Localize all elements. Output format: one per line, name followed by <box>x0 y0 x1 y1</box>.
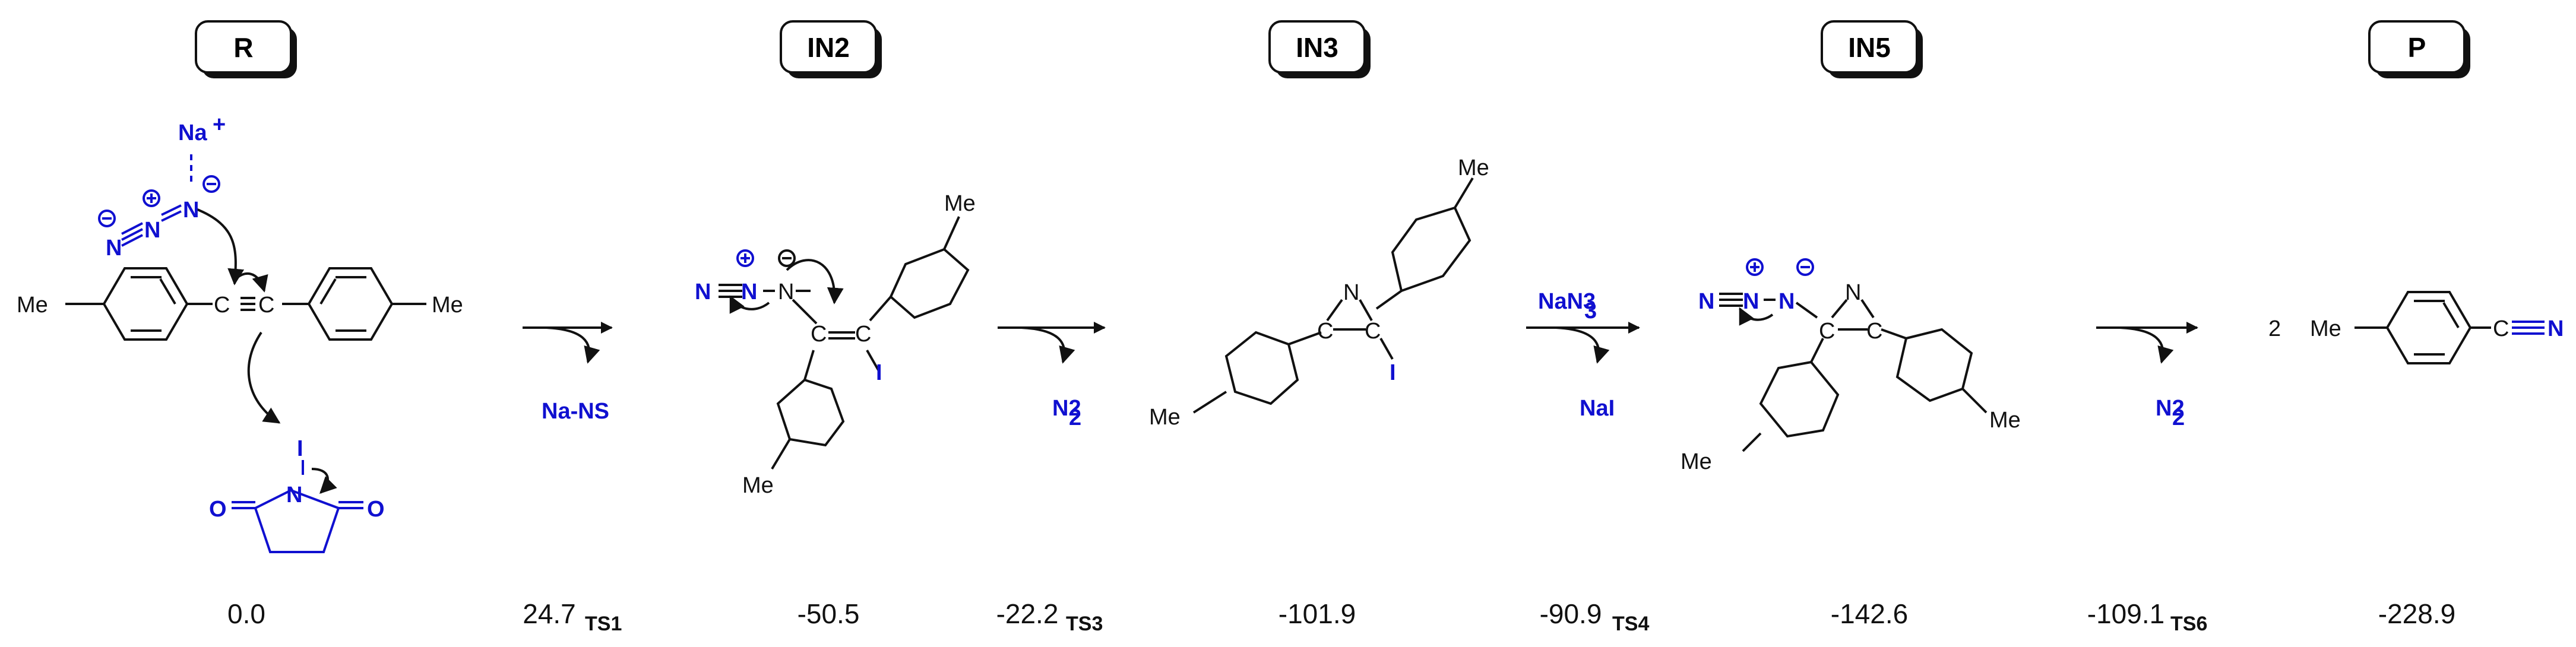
svg-text:C: C <box>214 293 230 318</box>
structure-r <box>65 208 426 424</box>
reaction-arrow-3 <box>1526 322 1640 364</box>
svg-text:+: + <box>213 112 226 137</box>
stage-label-in5: IN5 <box>1821 20 1923 78</box>
svg-text:N: N <box>778 280 794 305</box>
svg-text:2: 2 <box>2172 405 2185 430</box>
svg-text:IN3: IN3 <box>1296 32 1338 63</box>
svg-text:N: N <box>183 198 199 223</box>
energy-ts1: 24.7 <box>523 598 576 629</box>
svg-text:O: O <box>367 497 385 522</box>
svg-text:Me: Me <box>17 293 48 318</box>
svg-text:C: C <box>258 293 274 318</box>
energy-r: 0.0 <box>227 598 265 629</box>
ts6-label: TS6 <box>2170 613 2207 635</box>
ts3-label: TS3 <box>1066 613 1103 635</box>
structure-in3 <box>1192 177 1474 414</box>
svg-text:C: C <box>855 322 871 347</box>
svg-text:C: C <box>1866 319 1882 344</box>
reaction-arrow-2 <box>998 322 1106 364</box>
svg-text:C: C <box>811 322 827 347</box>
ts4-label: TS4 <box>1612 613 1649 635</box>
stage-label-p: P <box>2368 20 2470 78</box>
svg-text:C: C <box>1819 319 1835 344</box>
svg-text:N: N <box>1698 289 1714 314</box>
svg-text:R: R <box>233 32 253 63</box>
svg-text:O: O <box>209 497 227 522</box>
structure-in5 <box>1719 258 1988 452</box>
svg-text:N: N <box>1743 289 1759 314</box>
svg-text:NaI: NaI <box>1580 396 1615 421</box>
svg-text:IN5: IN5 <box>1848 32 1891 63</box>
energy-in5: -142.6 <box>1831 598 1908 629</box>
svg-text:I: I <box>876 360 882 385</box>
svg-text:N: N <box>286 483 302 508</box>
energy-in3: -101.9 <box>1278 598 1356 629</box>
svg-text:N: N <box>741 280 757 305</box>
svg-text:N: N <box>144 218 160 243</box>
svg-text:I: I <box>1390 360 1396 385</box>
svg-text:N: N <box>695 280 711 305</box>
svg-text:Me: Me <box>1458 156 1489 180</box>
svg-text:C: C <box>1317 319 1333 344</box>
svg-text:Me: Me <box>1149 405 1181 430</box>
svg-text:N: N <box>1343 280 1359 305</box>
svg-text:Me: Me <box>1989 408 2021 433</box>
energy-row: 0.0 24.7 TS1 -50.5 -22.2 TS3 -101.9 -90.… <box>227 598 2455 635</box>
svg-text:N: N <box>1845 280 1861 305</box>
svg-text:N: N <box>2547 316 2564 341</box>
svg-text:N2: N2 <box>1052 396 1081 421</box>
svg-text:C: C <box>1365 319 1381 344</box>
svg-text:N: N <box>106 236 122 261</box>
energy-p: -228.9 <box>2378 598 2455 629</box>
svg-text:Na: Na <box>178 120 207 145</box>
svg-text:P: P <box>2408 32 2426 63</box>
svg-text:IN2: IN2 <box>807 32 850 63</box>
structure-in2 <box>719 216 970 470</box>
svg-text:2: 2 <box>2268 316 2281 341</box>
svg-text:Me: Me <box>742 473 774 498</box>
svg-text:I: I <box>297 436 303 461</box>
stage-label-in3: IN3 <box>1268 20 1371 78</box>
svg-text:2: 2 <box>1069 405 1081 430</box>
svg-text:Me: Me <box>944 191 976 216</box>
energy-ts3: -22.2 <box>996 598 1059 629</box>
svg-text:Na-NS: Na-NS <box>542 399 609 424</box>
structure-p <box>2355 291 2545 364</box>
svg-text:3: 3 <box>1584 299 1597 324</box>
sodium-azide-reagent <box>98 154 220 247</box>
svg-text:N: N <box>1778 289 1795 314</box>
ts1-label: TS1 <box>585 613 622 635</box>
nis-reagent <box>232 460 363 553</box>
energy-in2: -50.5 <box>798 598 860 629</box>
svg-text:C: C <box>2493 316 2509 341</box>
svg-text:Me: Me <box>2310 316 2341 341</box>
reaction-arrow-1 <box>523 322 613 364</box>
energy-ts4: -90.9 <box>1540 598 1602 629</box>
svg-text:Me: Me <box>432 293 463 318</box>
reaction-arrow-4 <box>2096 322 2198 364</box>
svg-text:Me: Me <box>1681 449 1712 474</box>
svg-text:NaN3: NaN3 <box>1538 289 1596 314</box>
stage-label-r: R <box>195 20 297 78</box>
stage-label-in2: IN2 <box>780 20 882 78</box>
energy-ts6: -109.1 <box>2087 598 2164 629</box>
svg-text:N2: N2 <box>2156 396 2185 421</box>
